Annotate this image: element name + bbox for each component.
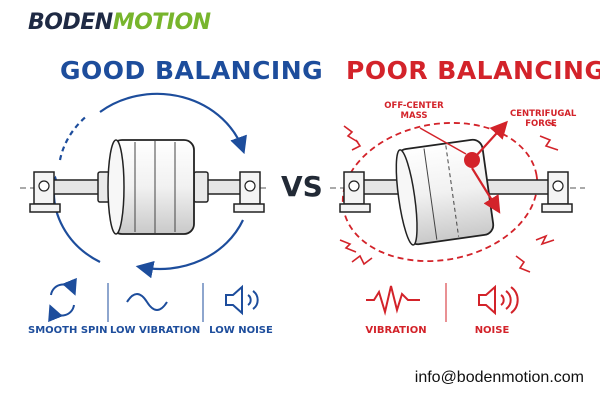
low-noise-label: LOW NOISE	[209, 325, 273, 336]
good-balancing-heading: GOOD BALANCING	[60, 56, 324, 85]
sine-wave-icon	[126, 293, 168, 311]
poor-balancing-heading: POOR BALANCING	[346, 56, 600, 85]
speaker-low-icon	[225, 284, 259, 316]
low-vibration-label: LOW VIBRATION	[110, 325, 201, 336]
vibration-wave-icon	[366, 285, 420, 316]
vs-label: VS	[281, 170, 323, 203]
poor-rotor-assembly	[330, 120, 585, 262]
vibration-label: VIBRATION	[365, 325, 427, 336]
brand-logo: BODENMOTION	[28, 10, 211, 35]
good-rotor-assembly	[20, 92, 268, 279]
rotation-path-icon	[99, 92, 247, 155]
brand-logo-part1: BODEN	[28, 10, 113, 35]
brand-logo-part2: MOTION	[112, 10, 211, 35]
off-center-mass-label: OFF-CENTER MASS	[384, 101, 444, 121]
contact-email[interactable]: info@bodenmotion.com	[414, 369, 584, 386]
speaker-loud-icon	[478, 284, 519, 316]
vibration-marks	[339, 121, 559, 273]
smooth-spin-label: SMOOTH SPIN	[28, 325, 108, 336]
rotation-arrows-icon	[48, 277, 77, 323]
noise-label: NOISE	[474, 325, 510, 336]
centrifugal-force-label: CENTRIFUGAL FORCE	[510, 109, 577, 129]
